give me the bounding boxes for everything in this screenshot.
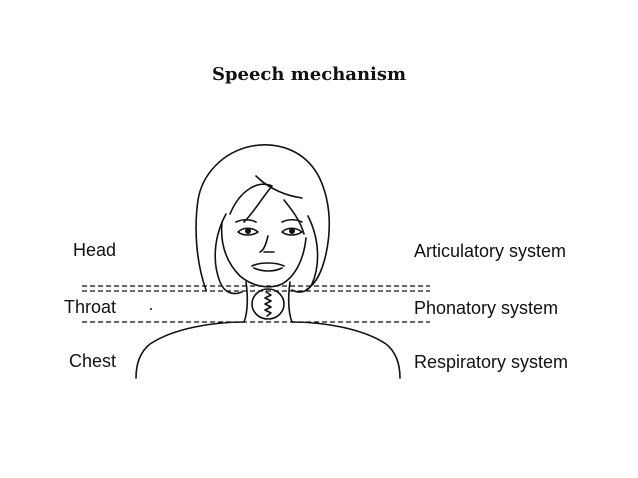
label-throat: Throat: [63, 297, 116, 317]
eyebrow-left: [235, 218, 257, 223]
torso-right: [291, 321, 401, 379]
label-chest: Chest: [68, 351, 116, 371]
hair-strand: [229, 183, 273, 223]
hair-inner-left: [214, 213, 243, 295]
label-phonatory-system: Phonatory system: [414, 298, 559, 318]
eye-right: [281, 227, 303, 236]
larynx-circle: [251, 288, 285, 320]
hair-strand: [255, 175, 303, 199]
eye-left: [237, 227, 259, 236]
label-head: Head: [72, 240, 116, 260]
hair-outline: [195, 144, 331, 291]
pupil-left: [245, 228, 251, 234]
neck-left: [243, 281, 249, 323]
diagram-title: Speech mechanism: [211, 64, 407, 85]
mouth: [251, 262, 285, 272]
hair-inner-right: [291, 215, 319, 293]
stray-dot: [150, 308, 152, 310]
torso-left: [135, 321, 245, 379]
hair-strand: [283, 199, 305, 235]
nose: [259, 235, 275, 253]
vocal-cords: [264, 291, 272, 317]
neck-right: [287, 281, 293, 323]
pupil-right: [289, 228, 295, 234]
label-articulatory-system: Articulatory system: [414, 241, 567, 261]
eyebrow-right: [281, 218, 303, 223]
label-respiratory-system: Respiratory system: [414, 352, 569, 372]
